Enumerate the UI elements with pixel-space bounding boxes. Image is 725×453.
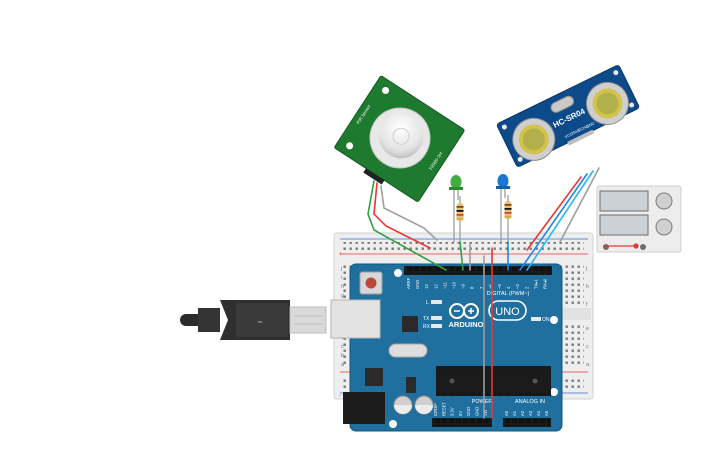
analog-label: ANALOG IN	[515, 399, 545, 405]
ultrasonic-pin-label: TRIG	[571, 129, 581, 137]
pin-label: ~6	[488, 284, 493, 289]
wire-us-echo	[526, 170, 594, 271]
ultrasonic-pin-labels: VCC TRIG ECHO GND	[564, 121, 595, 139]
wire-pir-gnd	[380, 185, 438, 241]
pin-label: GND	[475, 407, 480, 416]
row-letter: j	[585, 266, 587, 272]
power-label: POWER	[472, 399, 493, 405]
pin-label: A0	[504, 410, 509, 416]
ultrasonic-pin-label: ECHO	[578, 124, 590, 132]
arduino-logo: ARDUINO	[449, 303, 484, 329]
led-blue	[496, 174, 510, 242]
pin-label: ~3	[515, 284, 520, 289]
ultrasonic-sensor: HC-SR04 VCC TRIG ECHO GND	[496, 65, 640, 167]
pin-label: RX◂0	[543, 278, 548, 289]
pin-label: A5	[544, 410, 549, 416]
uno-model: UNO	[495, 306, 520, 318]
ultrasonic-transducer-left	[512, 117, 556, 161]
resistor-green-led	[456, 196, 464, 242]
dc-power-jack	[343, 392, 385, 424]
pin-label: ~9	[461, 284, 466, 289]
pin-label: A2	[520, 410, 525, 416]
tx-led-label: TX	[423, 316, 430, 322]
pin-label: Vin	[483, 409, 488, 416]
row-letter: f	[586, 302, 588, 308]
wires	[367, 167, 600, 419]
ultrasonic-pin-label: GND	[586, 121, 596, 128]
ultrasonic-transducer-right	[585, 81, 629, 125]
pin-label: 7	[479, 286, 484, 289]
row-letter: b	[341, 353, 344, 359]
pin-label: ~10	[452, 281, 457, 289]
wire-us-gnd	[559, 167, 600, 243]
pin-label: 13	[424, 284, 429, 289]
pin-label: GND	[466, 407, 471, 416]
pin-label: RESET	[441, 402, 446, 416]
row-letter: a	[586, 362, 590, 368]
row-letter: i	[341, 275, 342, 281]
row-letter: c	[341, 344, 344, 350]
on-led-label: ON	[542, 317, 550, 323]
wire-pir-out	[367, 180, 447, 271]
pin-label: TX▸1	[533, 279, 538, 289]
pin-label: IOREF	[433, 403, 438, 416]
digital-pin-labels: AREF GND 13 12 ~11 ~10 ~9 8 7 ~6 ~5 4 ~3 2 TX▸1 RX◂0	[406, 277, 548, 289]
atmega-chip	[436, 366, 551, 396]
pin-label: A3	[528, 410, 533, 416]
rx-led-label: RX	[423, 324, 431, 330]
ultrasonic-pin-label: VCC	[564, 132, 573, 139]
pin-label: 12	[433, 284, 438, 289]
svg-text:-: -	[339, 393, 341, 399]
led-green	[449, 175, 463, 242]
pin-label: GND	[415, 280, 420, 289]
wire-green-led	[459, 241, 464, 271]
row-letter: a	[341, 362, 345, 368]
resistor-blue-led	[504, 195, 512, 242]
usb-icon: ⌁	[257, 317, 263, 328]
row-letter: c	[586, 344, 589, 350]
row-letter: h	[586, 284, 589, 290]
pin-label: ~11	[442, 282, 447, 289]
row-letter: e	[586, 326, 589, 332]
uno-badge	[488, 300, 527, 321]
row-letter: g	[341, 293, 344, 299]
pin-label: 8	[470, 286, 475, 289]
arduino-brand: ARDUINO	[449, 320, 484, 329]
pin-label: ~5	[497, 284, 502, 289]
pin-label: 4	[506, 286, 511, 289]
wire-us-trig	[519, 173, 588, 271]
pin-label: A4	[536, 410, 541, 416]
display-module	[596, 185, 682, 253]
wire-us-vcc	[526, 176, 582, 251]
row-letter: j	[340, 266, 342, 272]
pin-label: 5V	[458, 411, 463, 416]
pir-sensor: HC-SR501 PIR Sensor	[334, 75, 465, 202]
pin-label: A1	[512, 410, 517, 416]
pin-label: 3.3V	[450, 407, 455, 416]
digital-header-label: DIGITAL (PWM~)	[487, 291, 530, 297]
usb-b-jack	[330, 299, 381, 339]
svg-text:+: +	[339, 252, 343, 258]
l-led-label: L	[426, 300, 429, 306]
usb-cable: ⌁	[180, 300, 327, 340]
row-letter: h	[341, 284, 344, 290]
wire-pir-vcc	[373, 182, 431, 249]
pin-label: 2	[524, 286, 529, 289]
pin-label: AREF	[406, 277, 411, 289]
arduino-uno-board: L TX RX ON ARDUINO UNO DIGITAL (PWM~) AR…	[330, 263, 563, 432]
